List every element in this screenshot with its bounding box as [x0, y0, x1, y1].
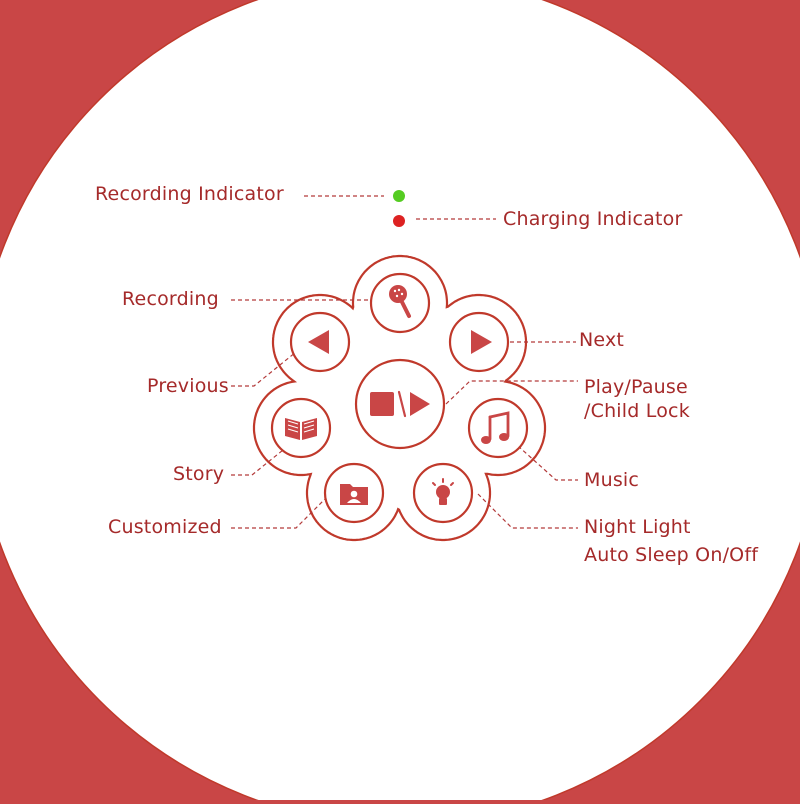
folder-user-icon: [340, 484, 368, 505]
microphone-icon: [389, 285, 411, 318]
music-label: Music: [584, 469, 640, 491]
customized-leader: [231, 493, 331, 529]
play-pause-icon: [370, 390, 430, 418]
charging-indicator-label: Charging Indicator: [503, 208, 683, 230]
previous-leader: [231, 351, 297, 387]
play-pause-label: Play/Pause: [584, 376, 688, 398]
recording-button[interactable]: [369, 272, 431, 334]
charging-indicator-led: [393, 215, 405, 227]
play-pause-button-ring: [354, 358, 446, 450]
story-label: Story: [173, 463, 225, 485]
play-pause-leader: [445, 380, 578, 405]
customized-label: Customized: [108, 516, 222, 538]
music-note-icon: [481, 411, 510, 444]
night-light-button[interactable]: [412, 462, 474, 524]
previous-label: Previous: [147, 375, 229, 397]
play-pause-button[interactable]: [354, 358, 446, 450]
next-button[interactable]: [448, 311, 510, 373]
light-bulb-icon: [432, 478, 454, 505]
night-light-leader: [477, 493, 578, 529]
reverse-triangle-icon: [308, 330, 329, 354]
recording-indicator-led: [393, 190, 405, 202]
next-label: Next: [579, 329, 625, 351]
story-button-ring: [270, 397, 332, 459]
customized-button[interactable]: [323, 462, 385, 524]
previous-button[interactable]: [289, 311, 351, 373]
auto-sleep-label: Auto Sleep On/Off: [584, 544, 759, 566]
story-button[interactable]: [270, 397, 332, 459]
recording-button-ring: [369, 272, 431, 334]
recording-label: Recording: [122, 288, 219, 310]
music-leader: [517, 445, 578, 481]
book-icon: [285, 418, 317, 440]
child-lock-label: /Child Lock: [584, 400, 690, 422]
recording-indicator-label: Recording Indicator: [95, 183, 284, 205]
night-light-label: Night Light: [584, 516, 691, 538]
music-button[interactable]: [467, 397, 529, 459]
story-leader: [231, 445, 289, 476]
play-triangle-icon: [471, 330, 492, 354]
music-button-ring: [467, 397, 529, 459]
